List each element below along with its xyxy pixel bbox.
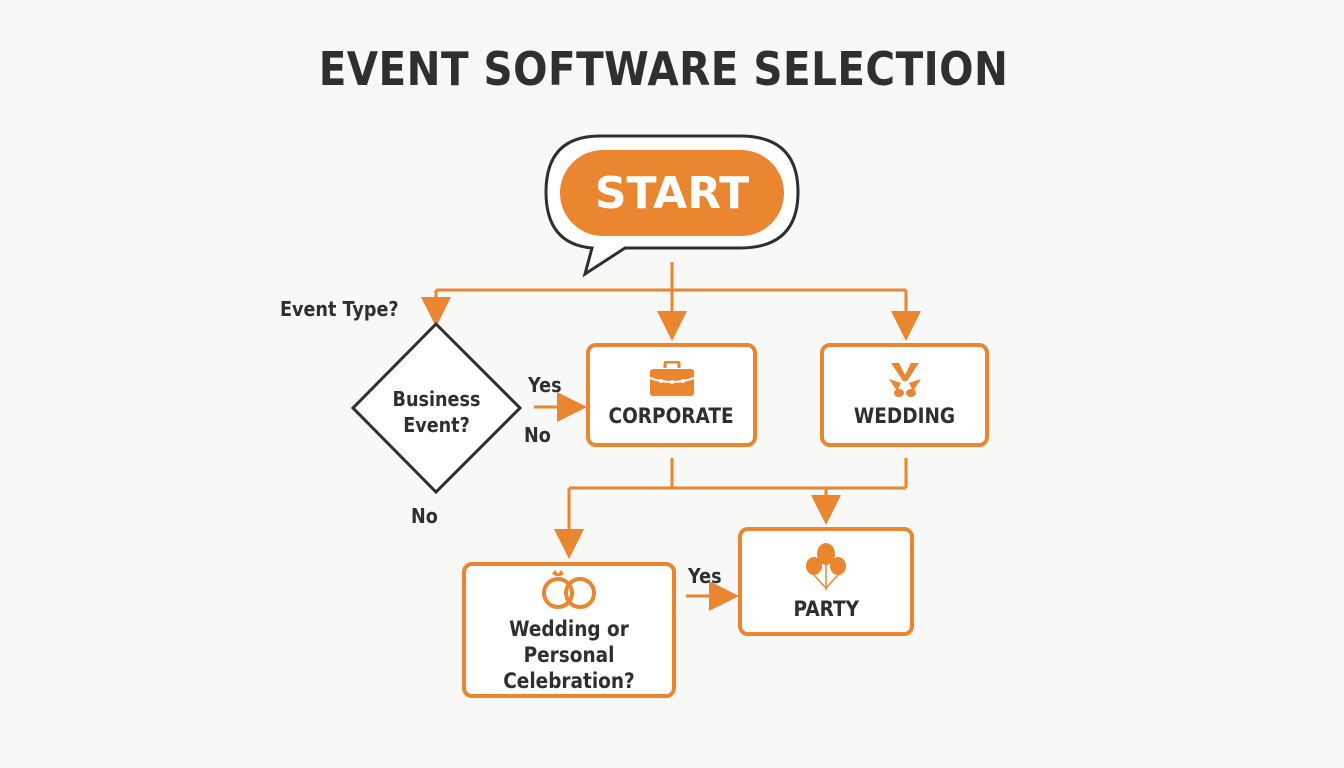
rings-icon [542,570,596,609]
business-event-decision: Business Event? [373,386,501,438]
briefcase-icon [649,361,694,396]
yes-label-business: Yes [528,373,562,397]
corporate-label: CORPORATE [608,404,735,428]
decision-diamond [350,321,523,495]
balloons-icon [806,542,846,590]
party-label: PARTY [793,596,859,621]
no-label-business-bottom: No [411,504,438,528]
page-title: EVENT SOFTWARE SELECTION [318,42,1009,96]
wedding-label: WEDDING [853,404,956,428]
personal-label-line-2: Celebration? [503,669,635,693]
decision-line-2: Event? [403,413,470,437]
no-label-business-right: No [524,423,551,447]
event-type-label: Event Type? [280,297,399,321]
corporate-node: CORPORATE [586,343,757,447]
personal-celebration-node: Wedding or Personal Celebration? [462,562,676,698]
yes-label-personal: Yes [688,564,722,588]
decision-line-1: Business [392,387,481,411]
party-node: PARTY [738,527,914,636]
wedding-node: WEDDING [820,343,989,447]
start-node: START [560,150,784,236]
personal-label: Wedding or Personal Celebration? [478,616,659,694]
personal-label-line-1: Wedding or Personal [509,617,629,667]
wedding-bow-icon [888,363,921,397]
